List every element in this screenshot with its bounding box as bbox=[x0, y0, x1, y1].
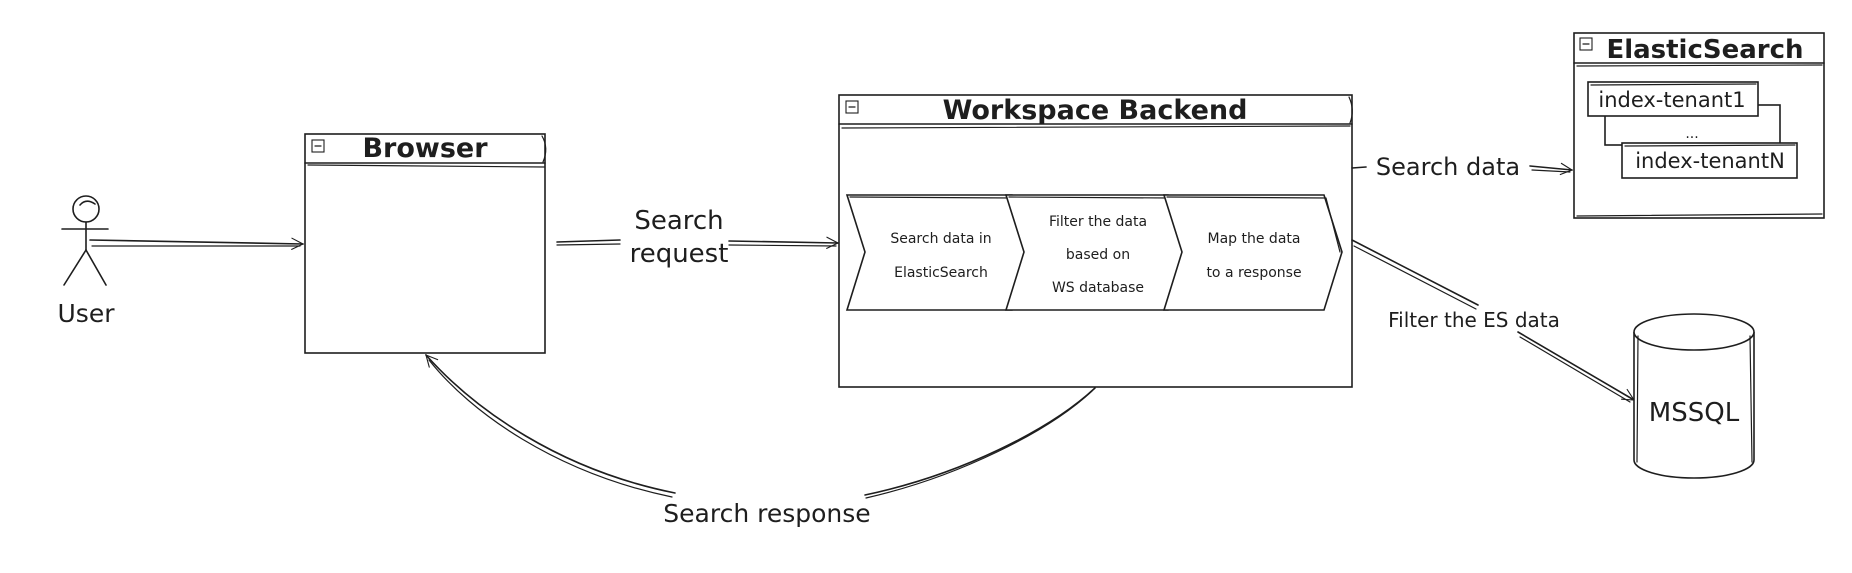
elasticsearch-title: ElasticSearch bbox=[1606, 35, 1803, 65]
index-tenantN[interactable]: index-tenantN bbox=[1621, 142, 1798, 179]
elasticsearch-container[interactable]: ElasticSearch index-tenant1 ... index-te… bbox=[1573, 32, 1825, 219]
mssql-database[interactable]: MSSQL bbox=[1633, 313, 1755, 479]
search-data-label: Search data bbox=[1376, 153, 1520, 181]
index-tenant1[interactable]: index-tenant1 bbox=[1587, 81, 1759, 117]
backend-minimize-icon[interactable] bbox=[845, 100, 859, 114]
step-filter-ws-database[interactable]: Filter the data based on WS database bbox=[1004, 194, 1187, 311]
step1-line1: Search data in bbox=[890, 231, 991, 247]
index-ellipsis: ... bbox=[1685, 126, 1698, 142]
filter-es-data-arrow bbox=[1351, 239, 1636, 403]
search-request-arrow bbox=[556, 236, 840, 249]
step1-line2: ElasticSearch bbox=[894, 265, 988, 281]
search-request-label-line2: request bbox=[630, 239, 729, 269]
browser-container[interactable]: Browser bbox=[304, 133, 547, 354]
user-to-browser-arrow bbox=[89, 237, 305, 250]
elasticsearch-minimize-icon[interactable] bbox=[1579, 37, 1593, 51]
user-actor[interactable]: User bbox=[58, 195, 116, 328]
index-tenant1-label: index-tenant1 bbox=[1598, 88, 1745, 112]
user-label: User bbox=[58, 299, 116, 328]
user-hair bbox=[79, 200, 96, 206]
backend-title: Workspace Backend bbox=[943, 95, 1248, 126]
step3-line1: Map the data bbox=[1208, 231, 1301, 247]
search-data-arrow bbox=[1351, 162, 1574, 176]
step-map-response[interactable]: Map the data to a response bbox=[1162, 194, 1343, 311]
step2-line3: WS database bbox=[1052, 280, 1144, 296]
search-response-label: Search response bbox=[663, 499, 870, 528]
mssql-label: MSSQL bbox=[1649, 398, 1740, 428]
browser-title: Browser bbox=[362, 133, 488, 164]
search-request-label-line1: Search bbox=[634, 206, 723, 236]
workspace-backend-container[interactable]: Workspace Backend Search data in Elastic… bbox=[838, 94, 1353, 388]
step3-line2: to a response bbox=[1206, 265, 1301, 281]
filter-es-data-label: Filter the ES data bbox=[1388, 308, 1560, 332]
step-search-elasticsearch[interactable]: Search data in ElasticSearch bbox=[845, 194, 1031, 311]
browser-minimize-icon[interactable] bbox=[311, 139, 325, 153]
user-right-leg bbox=[85, 249, 107, 286]
step2-line2: based on bbox=[1066, 247, 1130, 263]
browser-box bbox=[304, 133, 546, 354]
user-left-leg bbox=[63, 249, 87, 286]
index-tenantN-label: index-tenantN bbox=[1635, 149, 1785, 173]
user-head bbox=[72, 195, 100, 223]
step2-line1: Filter the data bbox=[1049, 214, 1147, 230]
search-response-arrow bbox=[425, 354, 1096, 499]
